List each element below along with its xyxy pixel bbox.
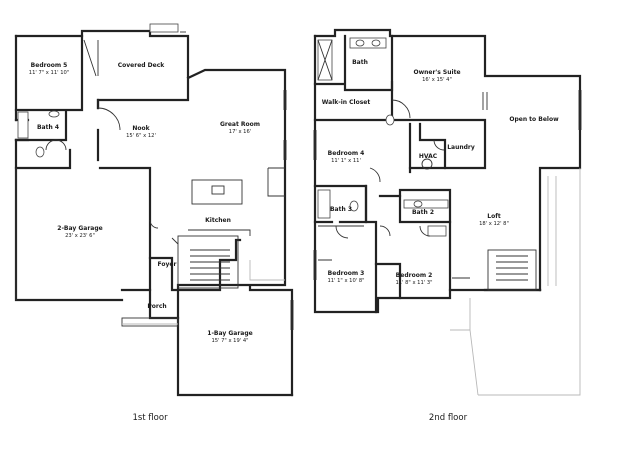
room-label-bedroom-4: Bedroom 4: [328, 150, 365, 157]
room-label-owners-suite: Owner's Suite: [413, 69, 460, 76]
room-dim-bedroom-2: 11' 8" x 11' 3": [395, 280, 432, 286]
room-label-bedroom-2: Bedroom 2: [396, 272, 433, 279]
room-label-bath-4: Bath 4: [37, 124, 59, 131]
room-label-loft: Loft: [487, 213, 501, 220]
bath4-tub: [17, 111, 29, 139]
room-label-foyer: Foyer: [158, 261, 177, 268]
first-floor-plan: Bedroom 5 11' 7" x 11' 10" Covered Deck …: [14, 23, 294, 423]
second-floor-plan: Bath Owner's Suite 16' x 15' 4" Walk-in …: [313, 28, 582, 423]
porch-steps: [121, 317, 179, 327]
room-dim-bedroom-5: 11' 7" x 11' 10": [29, 70, 69, 76]
stair-outline-2: [487, 249, 537, 291]
room-label-porch: Porch: [147, 303, 166, 310]
room-dim-nook: 15' 6" x 12': [126, 133, 156, 139]
bath2-vanity: [403, 199, 449, 209]
bath2-tub: [427, 225, 447, 237]
kitchen-island: [191, 179, 243, 205]
master-vanity: [349, 37, 387, 49]
room-label-2-bay-garage: 2-Bay Garage: [57, 225, 102, 232]
deck-step: [149, 23, 179, 33]
room-label-1-bay-garage: 1-Bay Garage: [207, 330, 252, 337]
stair-outline: [177, 235, 239, 289]
room-label-bath-2: Bath 2: [412, 209, 434, 216]
floor-label-first: 1st floor: [132, 413, 168, 423]
room-label-covered-deck: Covered Deck: [118, 62, 166, 69]
hvac-unit: [421, 158, 433, 170]
room-dim-bedroom-3: 11' 1" x 10' 8": [327, 278, 364, 284]
room-dim-bedroom-4: 11' 1" x 11': [331, 158, 361, 164]
room-label-bath-3: Bath 3: [330, 206, 352, 213]
room-label-walk-in-closet: Walk-in Closet: [322, 99, 371, 106]
room-label-bedroom-3: Bedroom 3: [328, 270, 365, 277]
floor-label-second: 2nd floor: [429, 413, 468, 423]
bath3-tub: [317, 189, 331, 219]
room-label-nook: Nook: [132, 125, 150, 132]
room-dim-owners-suite: 16' x 15' 4": [422, 77, 452, 83]
room-dim-1-bay-garage: 15' 7" x 19' 4": [211, 338, 248, 344]
room-label-laundry: Laundry: [447, 144, 475, 151]
room-label-great-room: Great Room: [220, 121, 260, 128]
room-label-bedroom-5: Bedroom 5: [31, 62, 68, 69]
room-label-kitchen: Kitchen: [205, 217, 231, 224]
room-label-open-to-below: Open to Below: [509, 116, 559, 123]
room-label-hvac: HVAC: [419, 153, 438, 160]
room-dim-great-room: 17' x 16': [229, 129, 251, 135]
room-label-bath: Bath: [352, 59, 368, 66]
room-dim-2-bay-garage: 23' x 23' 6": [65, 233, 95, 239]
room-dim-loft: 18' x 12' 8": [479, 221, 509, 227]
